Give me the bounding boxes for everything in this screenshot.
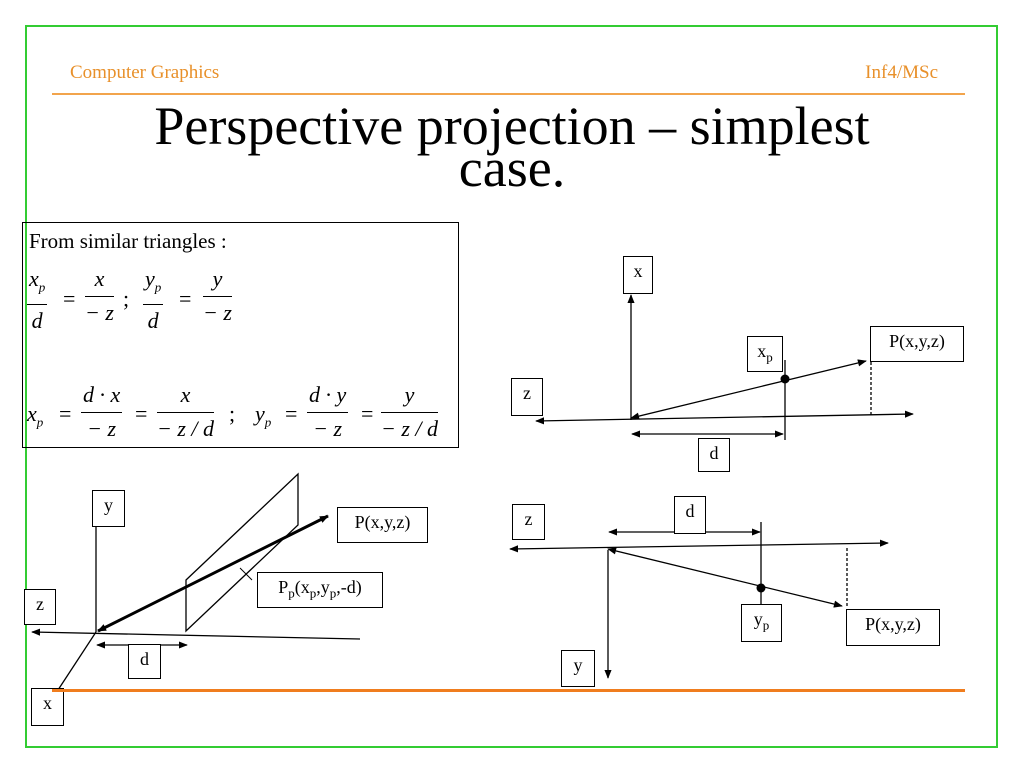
tr-xp-label: xp (747, 336, 783, 372)
frac-x-over-negz: x − z (85, 266, 114, 325)
bl-point-label: P(x,y,z) (337, 507, 428, 543)
frac-y-over-negz: y − z (203, 266, 232, 325)
frac-xp-over-d: xp d (27, 266, 48, 334)
frac-dx-over-negz: d · x − z (81, 382, 123, 441)
equation-intro: From similar triangles : (29, 229, 227, 253)
slide-frame (25, 25, 998, 748)
semicolon: ; (229, 401, 236, 426)
equals-sign: = (63, 286, 76, 311)
tr-projection-ray (630, 359, 867, 420)
equals-sign: = (135, 401, 148, 426)
equation-box: From similar triangles : xp d = x − z ; … (22, 222, 459, 448)
br-yp-label: yp (741, 604, 782, 642)
slide-title-line-1: Perspective projection – simplest (154, 96, 870, 156)
frac-yp-over-d: yp d (143, 266, 164, 334)
br-point-label: P(x,y,z) (846, 609, 940, 646)
tr-z-axis (535, 410, 914, 425)
frac-x-over-negz-over-d: x − z / d (157, 382, 215, 441)
slide-title: Perspective projection – simplest case. (40, 96, 984, 198)
frac-y-over-negz-over-d: y − z / d (381, 382, 439, 441)
br-z-label: z (512, 504, 545, 540)
br-projected-point (756, 583, 766, 593)
tr-z-label: z (511, 378, 543, 416)
bottom-right-diagram (509, 522, 889, 679)
header-rule (52, 93, 965, 95)
br-projection-ray (607, 547, 843, 608)
tr-x-label: x (623, 256, 653, 294)
footer-rule (52, 689, 965, 692)
br-z-axis (509, 539, 889, 553)
br-y-label: y (561, 650, 595, 687)
bl-x-label: x (31, 688, 64, 726)
yp-variable: yp (255, 401, 272, 430)
tr-point-label: P(x,y,z) (870, 326, 964, 362)
bl-z-axis (31, 628, 361, 640)
bl-z-label: z (24, 589, 56, 625)
bl-x-axis (57, 631, 97, 691)
bl-pp-label: Pp(xp,yp,-d) (257, 572, 383, 608)
top-right-diagram (535, 294, 914, 440)
equals-sign: = (285, 401, 298, 426)
bl-d-label: d (128, 644, 161, 679)
tr-d-label: d (698, 438, 730, 472)
tr-projected-point (780, 374, 790, 384)
bl-projection-ray (97, 514, 329, 633)
course-level: Inf4/MSc (865, 62, 938, 83)
course-title: Computer Graphics (70, 62, 220, 83)
slide-title-line-2: case. (458, 138, 566, 198)
equals-sign: = (179, 286, 192, 311)
bl-pp-leader (239, 567, 253, 581)
semicolon: ; (123, 286, 130, 311)
xp-variable: xp (27, 401, 44, 430)
frac-dy-over-negz: d · y − z (307, 382, 349, 441)
equals-sign: = (361, 401, 374, 426)
br-d-label: d (674, 496, 706, 534)
bl-y-label: y (92, 490, 125, 527)
equals-sign: = (59, 401, 72, 426)
